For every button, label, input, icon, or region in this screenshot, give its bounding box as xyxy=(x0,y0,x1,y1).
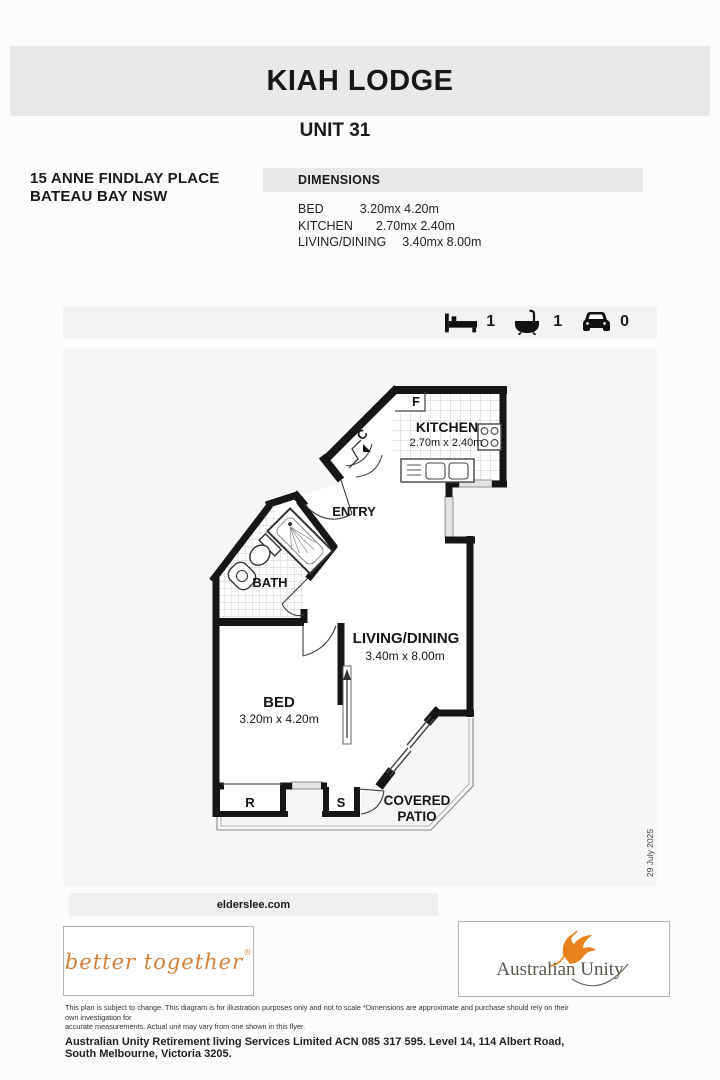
bed-label: BED xyxy=(263,694,295,711)
vanity xyxy=(227,561,257,591)
unit-title: UNIT 31 xyxy=(299,120,371,141)
disclaimer-line1: This plan is subject to change. This dia… xyxy=(65,1003,569,1022)
room-label: LIVING/DINING xyxy=(298,235,387,250)
room-label: KITCHEN xyxy=(298,218,353,233)
dimensions-header: DIMENSIONS xyxy=(263,168,643,192)
building-banner: KIAH LODGE xyxy=(10,46,710,116)
plan-date: 29 July 2025 xyxy=(645,829,655,877)
stove xyxy=(477,423,502,451)
logo-swoosh xyxy=(571,963,629,987)
room-labels: F KITCHEN 2.70m x 2.40m C ENTRY BATH LIV… xyxy=(239,394,655,877)
toilet xyxy=(249,532,283,566)
kitchen-size: 2.70m x 2.40m xyxy=(410,437,483,449)
room-size: 3.20mx 4.20m xyxy=(359,202,439,217)
bathroom-fixtures xyxy=(227,507,334,591)
room-size: 2.70mx 2.40m xyxy=(375,218,456,233)
kitchen-label: KITCHEN xyxy=(416,419,478,435)
car-count: 0 xyxy=(620,313,629,330)
bed-count: 1 xyxy=(486,313,496,330)
shower xyxy=(266,507,334,575)
room-size: 3.40mx 8.00m xyxy=(402,235,482,250)
living-size: 3.40m x 8.00m xyxy=(365,649,444,663)
dimension-row: KITCHEN 2.70mx 2.40m xyxy=(298,218,643,235)
patio-door-panels xyxy=(386,715,435,777)
building-name: KIAH LODGE xyxy=(266,64,454,97)
website-bar: elderslee.com xyxy=(69,893,438,916)
bed-icon xyxy=(445,313,478,333)
features-strip: 1 1 0 xyxy=(63,306,657,338)
cupboard-doors xyxy=(345,439,383,478)
better-together-text: better together xyxy=(64,950,244,974)
australian-unity-logo: Australian Unity xyxy=(496,930,629,987)
better-together-logo-box: better together® xyxy=(63,926,254,996)
disclaimer-line2: accurate measurements. Actual unit may v… xyxy=(65,1022,306,1031)
car-icon xyxy=(583,312,611,331)
store-label: S xyxy=(337,795,346,810)
dimension-row: BED 3.20mx 4.20m xyxy=(298,201,643,218)
registered-mark: ® xyxy=(243,948,253,957)
dimension-row: LIVING/DINING 3.40mx 8.00m xyxy=(298,234,643,251)
australian-unity-text: Australian Unity xyxy=(496,959,624,980)
robe-label: R xyxy=(245,795,255,810)
property-address: 15 ANNE FINDLAY PLACE BATEAU BAY NSW xyxy=(30,170,220,206)
kitchen-fixtures xyxy=(395,392,502,483)
door-swings xyxy=(281,479,385,815)
address-line1: 15 ANNE FINDLAY PLACE xyxy=(30,170,220,187)
dimensions-title: DIMENSIONS xyxy=(298,173,381,187)
bath-icon xyxy=(515,309,540,335)
sliding-door xyxy=(342,665,352,745)
address-line2: BATEAU BAY NSW xyxy=(30,188,168,205)
bath-label: BATH xyxy=(252,575,287,590)
entry-label: ENTRY xyxy=(332,504,376,519)
living-label: LIVING/DINING xyxy=(353,630,460,647)
patio-label-line2: PATIO xyxy=(397,809,436,824)
patio-outline xyxy=(216,718,474,831)
patio-label-line1: COVERED xyxy=(384,793,451,808)
dimensions-rows: BED 3.20mx 4.20m KITCHEN 2.70mx 2.40m LI… xyxy=(298,201,643,251)
australian-unity-logo-box: Australian Unity xyxy=(458,921,670,997)
room-label: BED xyxy=(298,202,324,217)
bath-count: 1 xyxy=(553,313,563,330)
better-together-logo: better together® xyxy=(65,948,252,974)
phoenix-icon xyxy=(548,930,596,967)
bed-size: 3.20m x 4.20m xyxy=(239,712,318,726)
company-line: Australian Unity Retirement living Servi… xyxy=(65,1035,565,1060)
website-url: elderslee.com xyxy=(216,898,291,911)
disclaimer: This plan is subject to change. This dia… xyxy=(65,1003,577,1060)
fridge-label: F xyxy=(412,394,420,409)
dimensions-panel: DIMENSIONS BED 3.20mx 4.20m KITCHEN 2.70… xyxy=(263,168,643,251)
